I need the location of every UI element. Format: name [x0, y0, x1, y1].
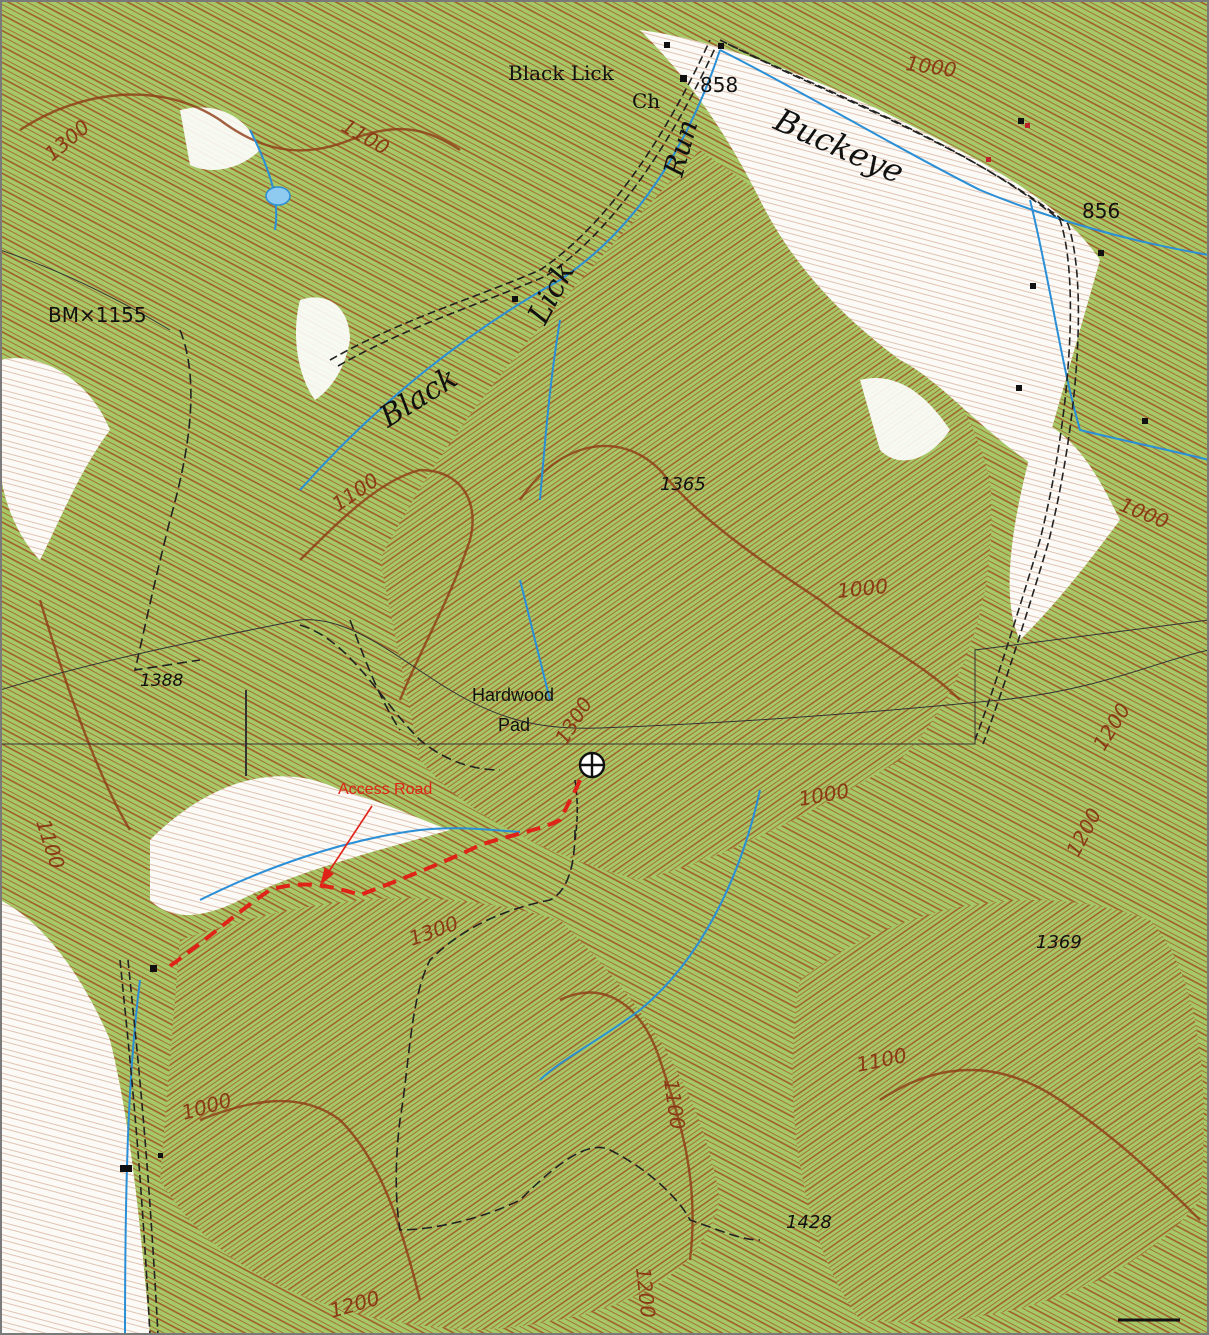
streams	[124, 49, 1209, 1335]
contour-label: 1000	[836, 574, 889, 603]
church-label-line2: Ch	[632, 89, 660, 113]
church-building	[680, 75, 687, 82]
trail-ridge	[299, 624, 501, 771]
building	[150, 965, 157, 972]
forest-ridge-central	[380, 150, 992, 880]
road-west-b	[127, 959, 159, 1335]
building	[1098, 250, 1104, 256]
building	[1018, 118, 1024, 124]
well-pad-marker-icon	[578, 751, 606, 779]
buckeye-creek-lower	[1029, 199, 1209, 461]
building	[664, 42, 670, 48]
trail-central	[349, 619, 401, 731]
spot-elevation-1365: 1365	[660, 474, 706, 495]
tributary-access	[199, 827, 521, 901]
contour-label: 1200	[631, 1266, 660, 1319]
site-label-line1: Hardwood	[472, 685, 554, 705]
tributary-west	[124, 979, 141, 1335]
index-contours	[19, 93, 1201, 1301]
road-buckeye-b	[727, 43, 1080, 745]
tributary-south	[539, 789, 761, 1081]
open-area-cove-3	[860, 378, 950, 461]
site-label-line2: Pad	[498, 715, 530, 735]
boundary-nw	[0, 249, 171, 331]
open-area-southwest	[0, 900, 150, 1335]
tributary-ridge	[519, 579, 551, 701]
open-area-cove-2	[180, 107, 260, 170]
spot-elevation-1428: 1428	[786, 1212, 832, 1233]
building	[718, 43, 724, 49]
open-area-east	[1009, 420, 1120, 640]
benchmark-label: BM×1155	[48, 303, 147, 327]
open-valley-west	[0, 358, 110, 560]
building	[1142, 418, 1148, 424]
black-lick-run	[299, 49, 721, 491]
open-valley-north	[640, 30, 1100, 470]
open-area-cove	[295, 297, 350, 400]
trail-nw	[133, 329, 201, 671]
building	[512, 296, 518, 302]
building	[158, 1153, 163, 1158]
tributary-nw	[249, 129, 278, 231]
buckeye-creek	[719, 49, 1209, 256]
access-road-label: Access Road	[338, 781, 432, 798]
building	[1030, 283, 1036, 289]
tributary-north	[539, 319, 561, 501]
buildings	[120, 42, 1148, 1172]
building-red	[986, 157, 991, 162]
open-area-access	[150, 776, 450, 915]
roads	[119, 39, 1080, 1335]
spot-elevation-1369: 1369	[1036, 932, 1082, 953]
access-road-route	[168, 779, 582, 968]
section-line	[0, 619, 1209, 745]
forest-ridge-south	[160, 898, 720, 1330]
access-road-arrow	[320, 805, 373, 886]
building	[1016, 385, 1022, 391]
spot-elevation-856: 856	[1082, 199, 1120, 223]
road-black-lick-b	[337, 45, 717, 367]
road-black-lick	[329, 39, 711, 361]
pond	[265, 186, 291, 206]
road-west	[119, 959, 151, 1335]
transmission-line	[0, 619, 1209, 729]
church-label-line1: Black Lick	[508, 61, 615, 85]
spot-elevation-1388: 1388	[140, 671, 183, 691]
road-buckeye	[719, 39, 1072, 741]
forest-ridge-southeast	[792, 900, 1204, 1322]
survey-lines	[0, 249, 1209, 776]
building	[120, 1165, 132, 1172]
building-red	[1025, 123, 1030, 128]
spot-elevation-858: 858	[700, 73, 738, 97]
trail-south	[395, 829, 761, 1241]
